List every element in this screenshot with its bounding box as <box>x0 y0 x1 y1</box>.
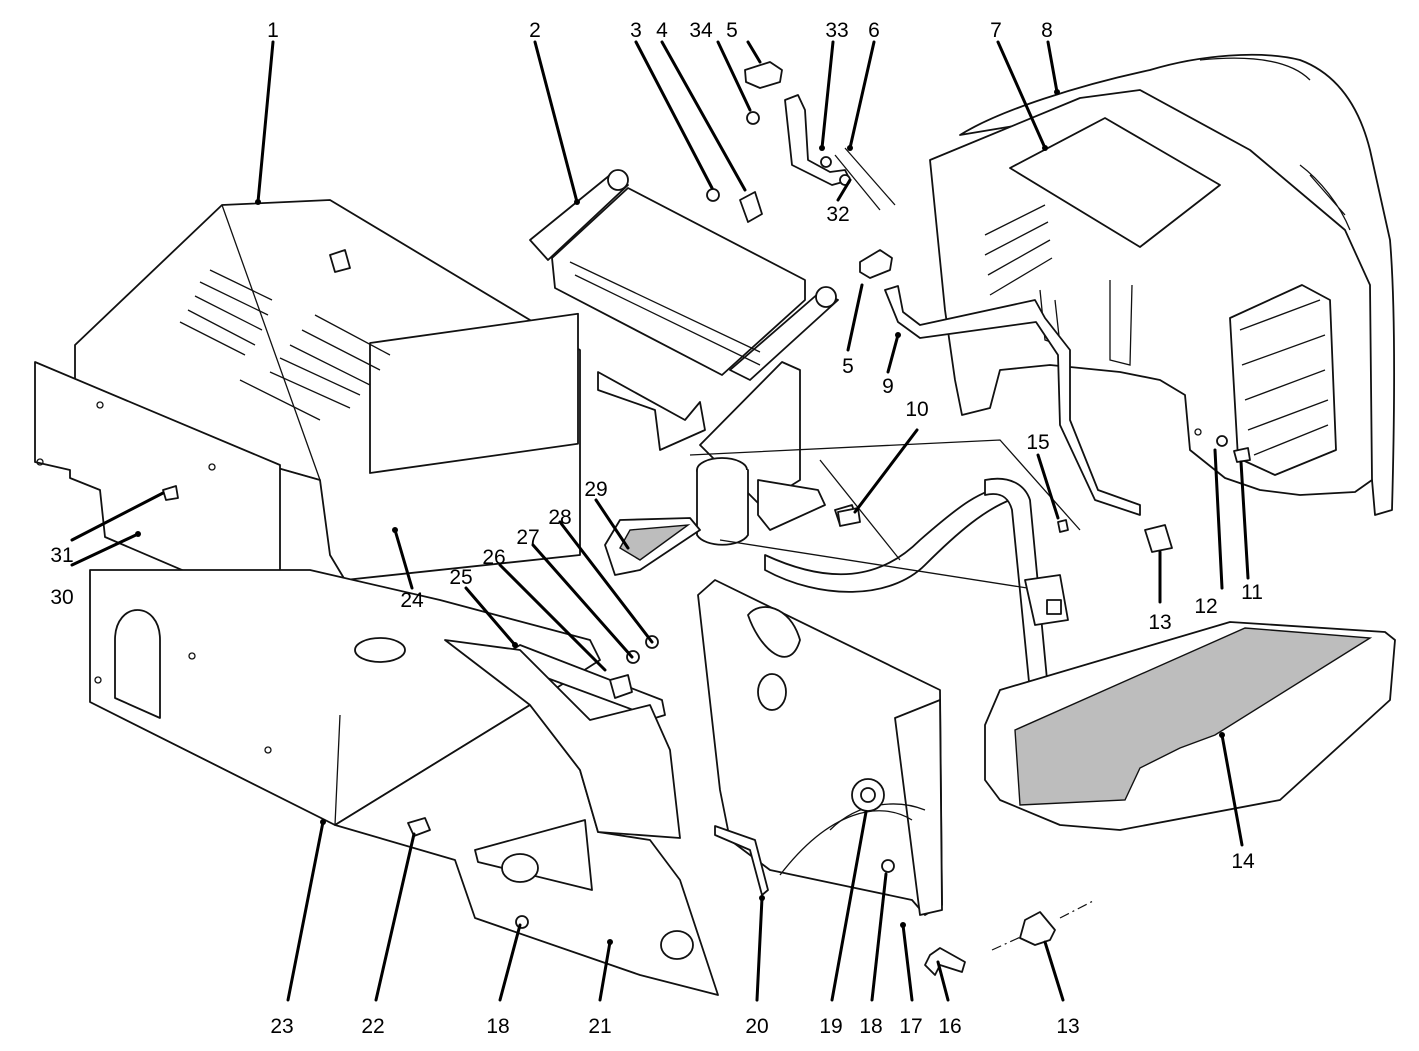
callout-30: 30 <box>50 586 73 609</box>
callout-13-upper: 13 <box>1148 611 1171 634</box>
callout-32: 32 <box>826 203 849 226</box>
callout-33: 33 <box>825 19 848 42</box>
callout-13-lower: 13 <box>1056 1015 1079 1038</box>
callout-20: 20 <box>745 1015 768 1038</box>
callout-21: 21 <box>588 1015 611 1038</box>
callout-25: 25 <box>449 566 472 589</box>
callout-18-left: 18 <box>486 1015 509 1038</box>
callout-10: 10 <box>905 398 928 421</box>
callout-1: 1 <box>267 19 279 42</box>
small-parts <box>162 428 1251 976</box>
callout-19: 19 <box>819 1015 842 1038</box>
callout-16: 16 <box>938 1015 961 1038</box>
heat-exchanger <box>529 169 839 381</box>
callout-15: 15 <box>1026 431 1049 454</box>
callout-6: 6 <box>868 19 880 42</box>
callout-5-top: 5 <box>726 19 738 42</box>
callout-3: 3 <box>630 19 642 42</box>
callout-7: 7 <box>990 19 1002 42</box>
engine-housing <box>959 53 1395 516</box>
callout-12: 12 <box>1194 595 1217 618</box>
callout-17: 17 <box>899 1015 922 1038</box>
leader-lines <box>70 40 1250 1002</box>
rear-plate <box>34 361 281 613</box>
callout-23: 23 <box>270 1015 293 1038</box>
vertical-panel <box>697 579 943 916</box>
callout-24: 24 <box>400 589 424 612</box>
callout-31: 31 <box>50 544 73 567</box>
mount-bracket <box>597 361 1049 693</box>
callout-27: 27 <box>516 526 539 549</box>
lower-side-panel <box>334 639 719 996</box>
callout-18-right: 18 <box>859 1015 882 1038</box>
callout-26: 26 <box>482 546 505 569</box>
foot-platform <box>984 574 1396 831</box>
callout-2: 2 <box>529 19 541 42</box>
callout-11: 11 <box>1241 581 1263 604</box>
callout-5-mid: 5 <box>842 355 854 378</box>
callout-28: 28 <box>548 506 571 529</box>
callout-22: 22 <box>361 1015 384 1038</box>
lower-frame <box>89 569 601 826</box>
callout-34: 34 <box>689 19 713 42</box>
callout-4: 4 <box>656 19 668 42</box>
callout-29: 29 <box>584 478 607 501</box>
callout-9: 9 <box>882 375 894 398</box>
callout-8: 8 <box>1041 19 1053 42</box>
top-cover <box>74 199 581 581</box>
callout-labels: 1 2 3 4 34 5 33 6 7 8 32 5 9 10 15 12 11… <box>50 19 1263 1038</box>
callout-14: 14 <box>1231 850 1255 873</box>
